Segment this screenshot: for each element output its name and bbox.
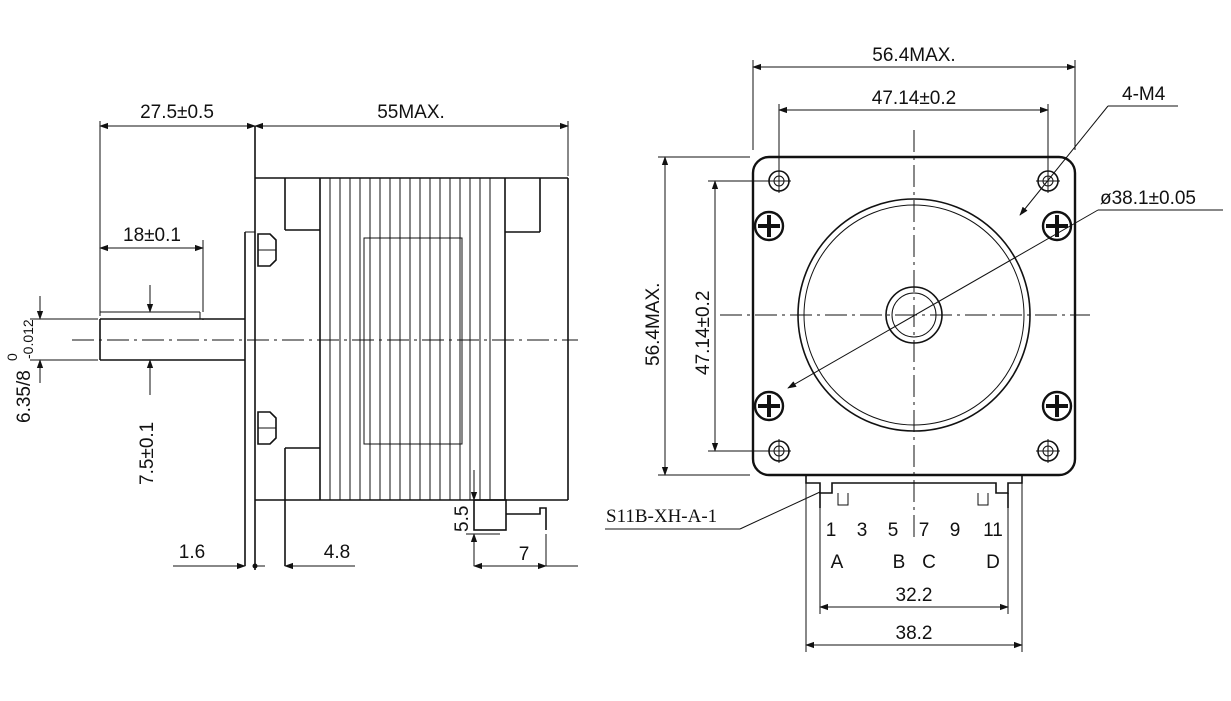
dim-connector-width: 7 <box>519 544 530 565</box>
dim-flange-thickness: 1.6 <box>179 542 205 563</box>
dim-flat-length: 18±0.1 <box>123 225 181 246</box>
dim-shaft-diameter: 6.35/8 <box>14 370 35 423</box>
label-mount-holes: 4-M4 <box>1122 84 1166 105</box>
dim-connector-span: 38.2 <box>896 623 933 644</box>
pin-number: 9 <box>950 520 961 541</box>
dim-shaft-tol-upper: 0 <box>4 353 20 361</box>
dim-shaft-tol-lower: -0.012 <box>20 319 36 359</box>
shaft <box>99 311 245 361</box>
mount-hole-br <box>1036 439 1060 463</box>
front-view: 56.4MAX. 47.14±0.2 56.4MAX. 47.14±0.2 4-… <box>605 45 1223 652</box>
dim-pin-span: 32.2 <box>896 585 933 606</box>
pin-number: 7 <box>919 520 930 541</box>
dim-shaft-length: 27.5±0.5 <box>140 102 214 123</box>
phase-label: B <box>893 552 906 573</box>
dim-overall-height: 56.4MAX. <box>643 283 664 366</box>
phase-labels: A B C D <box>831 552 1000 573</box>
screw-br <box>1041 390 1073 422</box>
mount-hole-bl <box>767 439 791 463</box>
pin-number: 3 <box>857 520 868 541</box>
dim-pilot-length: 4.8 <box>324 542 350 563</box>
phase-label: A <box>831 552 844 573</box>
label-connector-part: S11B-XH-A-1 <box>606 506 717 527</box>
mount-hole-tl <box>767 169 791 193</box>
dim-body-length: 55MAX. <box>377 102 445 123</box>
dim-hole-spacing-vertical: 47.14±0.2 <box>693 291 714 375</box>
dim-connector-height: 5.5 <box>452 506 473 532</box>
pin-number: 11 <box>983 520 1003 541</box>
pin-numbers: 1 3 5 7 9 11 <box>826 520 1003 541</box>
connector-housing <box>805 475 1023 508</box>
phase-label: C <box>922 552 936 573</box>
phase-label: D <box>986 552 1000 573</box>
motor-body <box>244 126 569 570</box>
pin-number: 1 <box>826 520 837 541</box>
side-view: 27.5±0.5 55MAX. 18±0.1 6.35/8 0 -0.012 7… <box>4 102 578 570</box>
cooling-fins <box>329 178 491 500</box>
dim-overall-width: 56.4MAX. <box>872 45 955 66</box>
screw-tl <box>753 210 785 242</box>
dim-boss-diameter: ø38.1±0.05 <box>1100 188 1196 209</box>
screw-tr <box>1041 210 1073 242</box>
pin-number: 5 <box>888 520 899 541</box>
rear-connector <box>473 499 547 566</box>
screw-bl <box>753 390 785 422</box>
dim-hole-spacing-horizontal: 47.14±0.2 <box>872 88 956 109</box>
dim-flat-depth: 7.5±0.1 <box>137 422 158 485</box>
